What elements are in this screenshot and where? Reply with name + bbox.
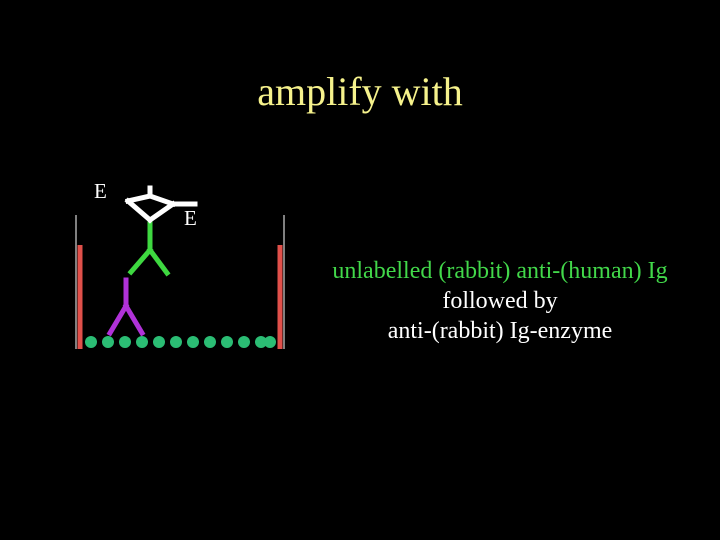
enzyme-label-right: E	[184, 206, 197, 230]
caption: unlabelled (rabbit) anti-(human) Ig foll…	[300, 256, 700, 346]
antigen-bead	[238, 336, 250, 348]
antigen-bead-row	[85, 336, 276, 348]
antigen-bead	[255, 336, 267, 348]
slide-title: amplify with	[257, 69, 463, 114]
antigen-bead	[221, 336, 233, 348]
caption-line-1: unlabelled (rabbit) anti-(human) Ig	[332, 258, 668, 284]
enzyme-antibody	[124, 185, 198, 224]
antigen-bead	[204, 336, 216, 348]
antigen-bead	[136, 336, 148, 348]
caption-line-2: followed by	[442, 288, 558, 314]
antigen-bead	[102, 336, 114, 348]
antigen-bead	[153, 336, 165, 348]
rabbit-antibody	[127, 221, 171, 277]
antigen-bead	[85, 336, 97, 348]
antigen-bead	[170, 336, 182, 348]
antigen-bead	[119, 336, 131, 348]
caption-line-3: anti-(rabbit) Ig-enzyme	[387, 318, 613, 344]
antigen-bead	[187, 336, 199, 348]
enzyme-label-left: E	[94, 179, 107, 203]
antigen-bead	[264, 336, 276, 348]
human-antibody	[106, 277, 146, 337]
